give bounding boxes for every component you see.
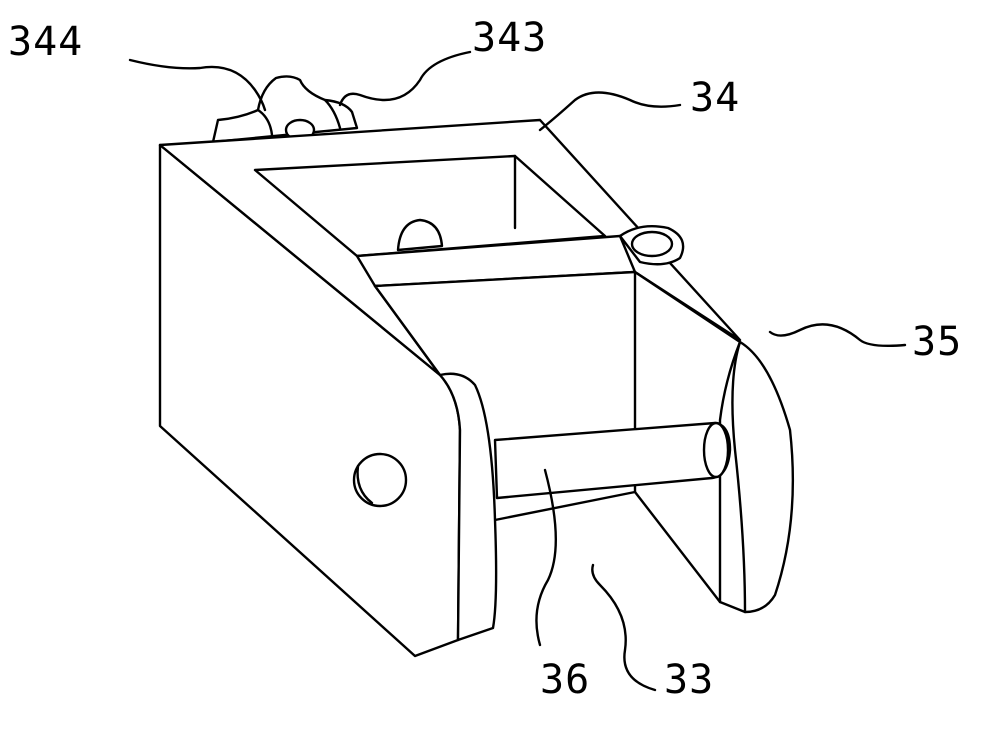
left-plate-front	[438, 372, 498, 642]
label-36: 36	[540, 657, 591, 703]
label-33: 33	[664, 657, 715, 703]
label-343: 343	[472, 15, 548, 61]
inner-boss	[396, 218, 444, 252]
leader-344	[128, 58, 267, 112]
label-35: 35	[912, 319, 963, 365]
leader-33	[591, 563, 657, 692]
label-344: 344	[8, 19, 84, 65]
lug-hole	[630, 230, 674, 258]
top-gear-piece	[211, 75, 359, 144]
leader-36	[535, 468, 558, 647]
leader-343	[338, 50, 472, 107]
leader-34	[538, 91, 682, 132]
leader-35	[768, 323, 907, 348]
right-side-plate	[634, 271, 795, 614]
rod-end	[702, 421, 730, 479]
label-34: 34	[690, 75, 741, 121]
side-pin	[352, 452, 408, 508]
